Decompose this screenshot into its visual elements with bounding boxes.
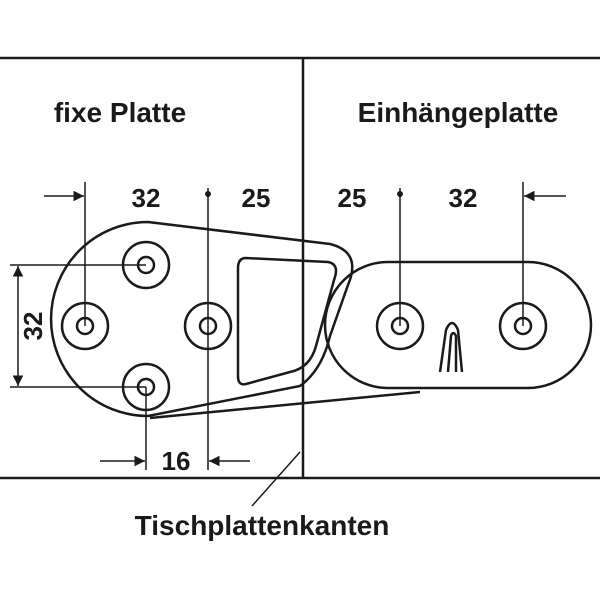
caption-leader-line — [251, 451, 301, 507]
table-edges — [0, 56, 600, 480]
hanging-plate — [149, 260, 593, 420]
dim-left-vertical-32: 32 — [18, 312, 48, 341]
left-title: fixe Platte — [54, 97, 186, 128]
dimension-dot — [397, 191, 403, 197]
bottom-caption: Tischplattenkanten — [135, 510, 390, 541]
hanging-plate-outline — [323, 260, 593, 390]
dim-right-top-32: 32 — [449, 183, 478, 213]
fixed-plate-inner-cutout — [236, 256, 338, 386]
dim-left-top-32: 32 — [132, 183, 161, 213]
dim-right-top-25: 25 — [338, 183, 367, 213]
dimension-lines — [10, 182, 566, 507]
fixed-plate-outline — [49, 220, 354, 418]
hanging-plate-lower-edge — [149, 390, 421, 420]
fixed-plate — [49, 220, 354, 418]
dim-left-top-25: 25 — [242, 183, 271, 213]
dim-bottom-16: 16 — [162, 446, 191, 476]
dimension-dot — [205, 191, 211, 197]
right-title: Einhängeplatte — [358, 97, 559, 128]
hook-icon — [438, 321, 464, 373]
